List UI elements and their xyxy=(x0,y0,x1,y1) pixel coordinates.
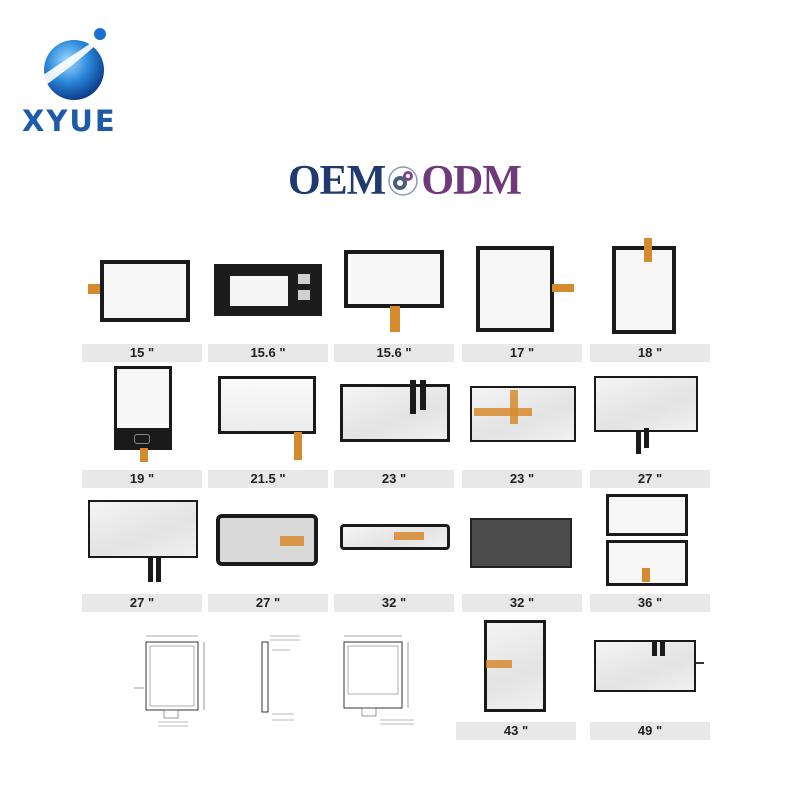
brand-logo xyxy=(22,22,132,142)
product-image xyxy=(590,366,710,458)
product-size-label: 15.6 " xyxy=(208,344,328,362)
product-card[interactable]: 32 " xyxy=(462,494,582,614)
product-size-label: 21.5 " xyxy=(208,470,328,488)
brand-name: XYUE xyxy=(22,104,117,138)
product-image xyxy=(590,618,710,714)
product-image xyxy=(590,238,710,336)
product-size-label: 36 " xyxy=(590,594,710,612)
product-image xyxy=(82,366,202,462)
technical-drawing xyxy=(334,630,420,730)
product-card[interactable]: 19 " xyxy=(82,366,202,488)
product-card[interactable]: 27 " xyxy=(208,494,328,614)
odm-text: ODM xyxy=(421,158,522,204)
technical-drawing xyxy=(254,630,314,730)
blue-sphere-logo-icon xyxy=(30,28,114,100)
product-size-label: 18 " xyxy=(590,344,710,362)
product-card[interactable]: 27 " xyxy=(590,366,710,488)
product-card[interactable]: 15.6 " xyxy=(208,244,328,362)
product-size-label: 32 " xyxy=(462,594,582,612)
product-image xyxy=(462,494,582,586)
product-size-label: 27 " xyxy=(590,470,710,488)
product-size-label: 23 " xyxy=(334,470,454,488)
product-card[interactable]: 21.5 " xyxy=(208,366,328,488)
product-image xyxy=(590,494,710,586)
product-card[interactable]: 27 " xyxy=(82,494,202,614)
product-size-label: 17 " xyxy=(462,344,582,362)
product-size-label: 32 " xyxy=(334,594,454,612)
product-image xyxy=(334,244,454,336)
product-card[interactable]: 49 " xyxy=(590,618,710,740)
product-image xyxy=(334,366,454,458)
product-size-label: 15 " xyxy=(82,344,202,362)
product-card[interactable]: 32 " xyxy=(334,494,454,614)
product-size-label: 15.6 " xyxy=(334,344,454,362)
product-size-label: 27 " xyxy=(208,594,328,612)
product-image xyxy=(208,366,328,460)
product-card[interactable]: 15.6 " xyxy=(334,244,454,362)
product-card[interactable]: 36 " xyxy=(590,494,710,614)
product-image xyxy=(462,244,582,336)
product-image xyxy=(208,494,328,586)
product-card[interactable]: 43 " xyxy=(456,618,576,740)
oem-odm-heading: OEM ODM xyxy=(288,158,522,204)
product-card[interactable]: 17 " xyxy=(462,244,582,362)
product-size-label: 27 " xyxy=(82,594,202,612)
product-image xyxy=(82,494,202,586)
product-image xyxy=(82,244,202,336)
product-size-label: 43 " xyxy=(456,722,576,740)
product-card[interactable]: 18 " xyxy=(590,238,710,362)
product-image xyxy=(208,244,328,336)
oem-text: OEM xyxy=(288,158,386,204)
product-card[interactable]: 15 " xyxy=(82,244,202,362)
product-image xyxy=(334,494,454,586)
product-size-label: 19 " xyxy=(82,470,202,488)
product-size-label: 49 " xyxy=(590,722,710,740)
product-image xyxy=(456,618,576,714)
product-image xyxy=(462,366,582,458)
gears-icon xyxy=(387,165,419,197)
product-size-label: 23 " xyxy=(462,470,582,488)
technical-drawing xyxy=(128,630,214,730)
product-card[interactable]: 23 " xyxy=(334,366,454,488)
product-card[interactable]: 23 " xyxy=(462,366,582,488)
